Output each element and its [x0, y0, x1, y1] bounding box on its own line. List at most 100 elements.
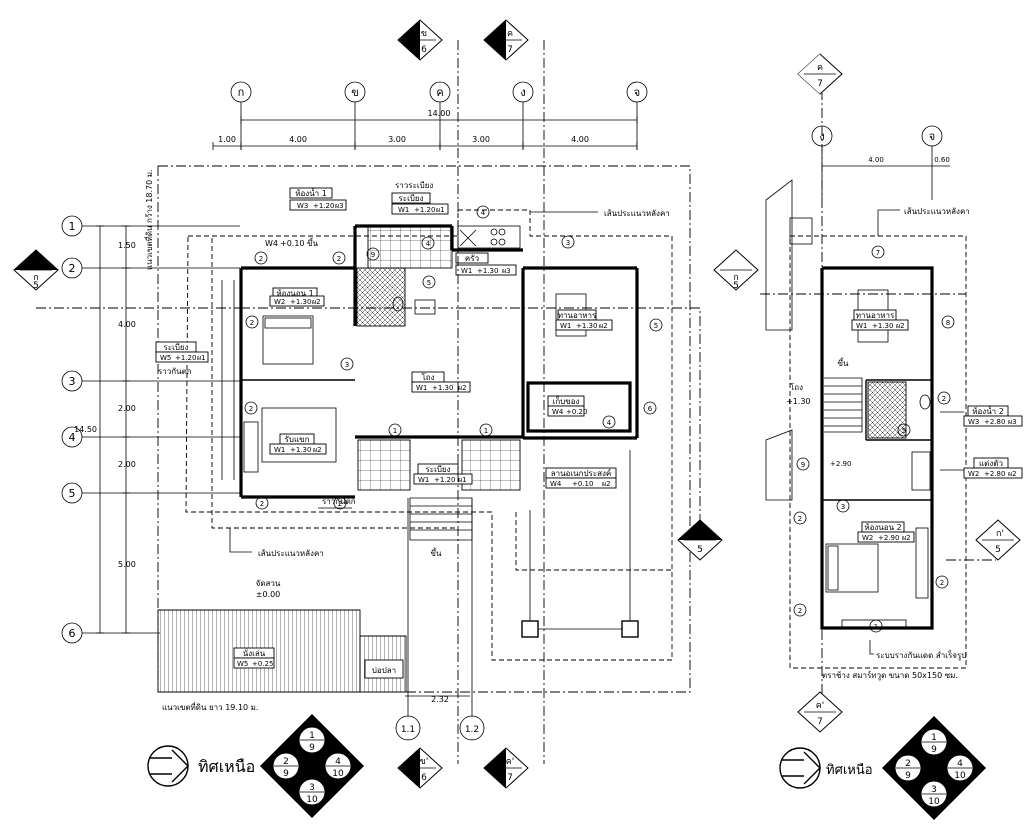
marker-1-b: 1 — [484, 427, 488, 435]
upper-dining-tag-2: +1.30 — [872, 322, 893, 330]
upper-marker-3: 3 — [841, 503, 845, 511]
marker-6: 6 — [648, 405, 653, 413]
balcony-bottom-tag-1: W1 — [418, 476, 429, 484]
garden-area: จัดสวน ±0.00 — [256, 579, 281, 599]
legend-upper-right-sub: 10 — [954, 771, 966, 781]
marker-4-b: 4 — [426, 240, 431, 248]
kitchen-tag-2: +1.30 — [477, 267, 498, 275]
upper-section-marker-c-bottom: ค' 7 — [797, 691, 843, 733]
room-dining: ทานอาหาร W1 +1.30 ผ2 — [555, 276, 639, 374]
upper-hall-level: +1.30 — [786, 397, 811, 406]
garden-label: จัดสวน — [256, 579, 281, 588]
upper-section-c-letter: ค — [817, 63, 823, 73]
room-living: รับแขก W1 +1.30 ผ2 — [243, 407, 337, 473]
bed1-name: ห้องนอน 1 — [276, 289, 313, 298]
upper-grid-markers: ง จ 4.00 0.60 — [811, 125, 950, 200]
legend-diamond-upper: 1 9 2 9 4 10 3 10 — [882, 716, 986, 820]
subgrid-1: 1.1 — [401, 725, 415, 735]
grid-col-2: ข — [351, 86, 359, 99]
section-marker-a-right: ก' 5 — [677, 519, 723, 561]
upper-section-a-letter: ก — [733, 273, 738, 283]
w4-level: +0.10 ขึ้น — [280, 237, 319, 248]
dining-name: ทานอาหาร — [558, 311, 597, 320]
upper-section-lines — [760, 90, 996, 700]
upper-section-marker-a-left: ก 5 — [713, 249, 759, 291]
dress-tag-1: W2 — [968, 470, 979, 478]
upper-hall-label: โถง — [790, 382, 803, 392]
hall-tag-2: +1.30 — [432, 384, 453, 392]
dim-left-total: 14.50 — [74, 425, 97, 434]
section-a-num: 5 — [33, 281, 39, 291]
upper-dim-1: 4.00 — [868, 156, 884, 164]
dim-top-1: 1.00 — [218, 135, 236, 144]
dress-tag-3: ผ2 — [1008, 470, 1017, 478]
bath2-tag-1: W3 — [968, 418, 979, 426]
marker-9-a: 9 — [371, 251, 375, 259]
upper-bed2: ห้องนอน 2 W2 +2.90 ผ2 — [825, 521, 929, 629]
pavilion-tag-2: +0.25 — [252, 660, 273, 668]
north-label-main: ทิศเหนือ — [198, 757, 255, 776]
dim-top-2: 4.00 — [289, 135, 307, 144]
legend-main-left: 2 — [283, 757, 289, 767]
hall-tag-3: ผ2 — [458, 384, 467, 392]
upper-dining-name: ทานอาหาร — [856, 311, 895, 320]
dim-left-4: 2.00 — [118, 460, 136, 469]
w4-label: W4 — [265, 239, 278, 248]
fishpond-label: บ่อปลา — [372, 666, 396, 675]
section-c-num: 7 — [507, 45, 513, 55]
grid-row-4: 4 — [69, 431, 76, 444]
grid-column-markers: ก ข ค ง จ — [230, 81, 648, 150]
property-boundary: แนวเขตที่ดิน กว้าง 18.70 ม. แนวเขตที่ดิน… — [143, 165, 691, 712]
legend-main-bottom: 3 — [309, 783, 315, 793]
living-name: รับแขก — [285, 435, 310, 444]
dim-top-5: 4.00 — [571, 135, 589, 144]
bath1-name: ห้องน้ำ 1 — [295, 187, 327, 198]
upper-grid-col-1: ง — [819, 130, 824, 143]
bath2-tag-2: +2.80 — [984, 418, 1005, 426]
upper-dining: ทานอาหาร W1 +1.30 ผ2 — [851, 289, 909, 343]
section-a-letter: ก — [33, 273, 38, 283]
hall-tag-1: W1 — [416, 384, 427, 392]
rail-bottom-label: ราวกันตก — [322, 497, 356, 506]
marker-2-e: 2 — [260, 500, 264, 508]
dim-top-total: 14.00 — [428, 109, 451, 118]
bath1-tag-3: ผ3 — [335, 202, 344, 210]
room-balcony-left: ระเบียง W5 +1.20 ผ1 ราวกันตก — [155, 280, 235, 480]
room-bed1: W4 +0.10 ขึ้น ห้องนอน 1 W2 +1.30 ผ2 — [262, 237, 325, 365]
section-marker-a-left: ก 5 — [13, 249, 59, 291]
pavilion: บ่อปลา นั่งเล่น W5 +0.25 — [157, 609, 407, 693]
dim-top-4: 3.00 — [472, 135, 490, 144]
room-terrace: ลานอเนกประสงค์ W4 +0.10 ผ2 — [521, 450, 639, 638]
dim-left-5: 5.00 — [118, 560, 136, 569]
dim-bottom: 2.32 — [431, 695, 449, 704]
terrace-tag-3: ผ2 — [602, 480, 611, 488]
marker-3-top: 3 — [566, 239, 570, 247]
north-arrow-upper: ทิศเหนือ — [779, 747, 873, 789]
upper-marker-8: 8 — [946, 319, 950, 327]
marker-2-f: 2 — [338, 500, 342, 508]
legend-upper-top: 1 — [931, 733, 937, 743]
marker-2-d: 2 — [250, 319, 254, 327]
legend-main-top-sub: 9 — [309, 743, 315, 753]
rail-left-label: ราวกันตก — [158, 367, 192, 376]
north-label-upper: ทิศเหนือ — [826, 762, 873, 778]
upper-section-marker-c-top: ค 7 — [797, 53, 843, 95]
upper-section-c-end-num: 7 — [817, 717, 823, 727]
balcony-left-tag-3: ผ1 — [197, 354, 206, 362]
dim-left-1: 1.50 — [118, 241, 136, 250]
terrace-name: ลานอเนกประสงค์ — [551, 468, 612, 478]
dining-tag-1: W1 — [560, 322, 571, 330]
section-b-letter: ข — [421, 29, 427, 39]
kitchen-tag-3: ผ3 — [502, 267, 511, 275]
section-marker-b-top: ข 6 — [397, 19, 443, 61]
gutter-note: ระบบรางกันแดด สำเร็จรูป — [876, 650, 966, 661]
upper-section-c-end-letter: ค' — [816, 701, 825, 711]
living-tag-3: ผ2 — [313, 446, 322, 454]
upper-roof-label: เส้นประแนวหลังคา — [904, 207, 970, 216]
legend-main-left-sub: 9 — [283, 769, 289, 779]
upper-dim-2: 0.60 — [934, 156, 950, 164]
living-tag-2: +1.30 — [290, 446, 311, 454]
dining-tag-3: ผ2 — [599, 322, 608, 330]
dim-left-3: 2.00 — [118, 404, 136, 413]
marker-4-top: 4 — [481, 209, 486, 217]
